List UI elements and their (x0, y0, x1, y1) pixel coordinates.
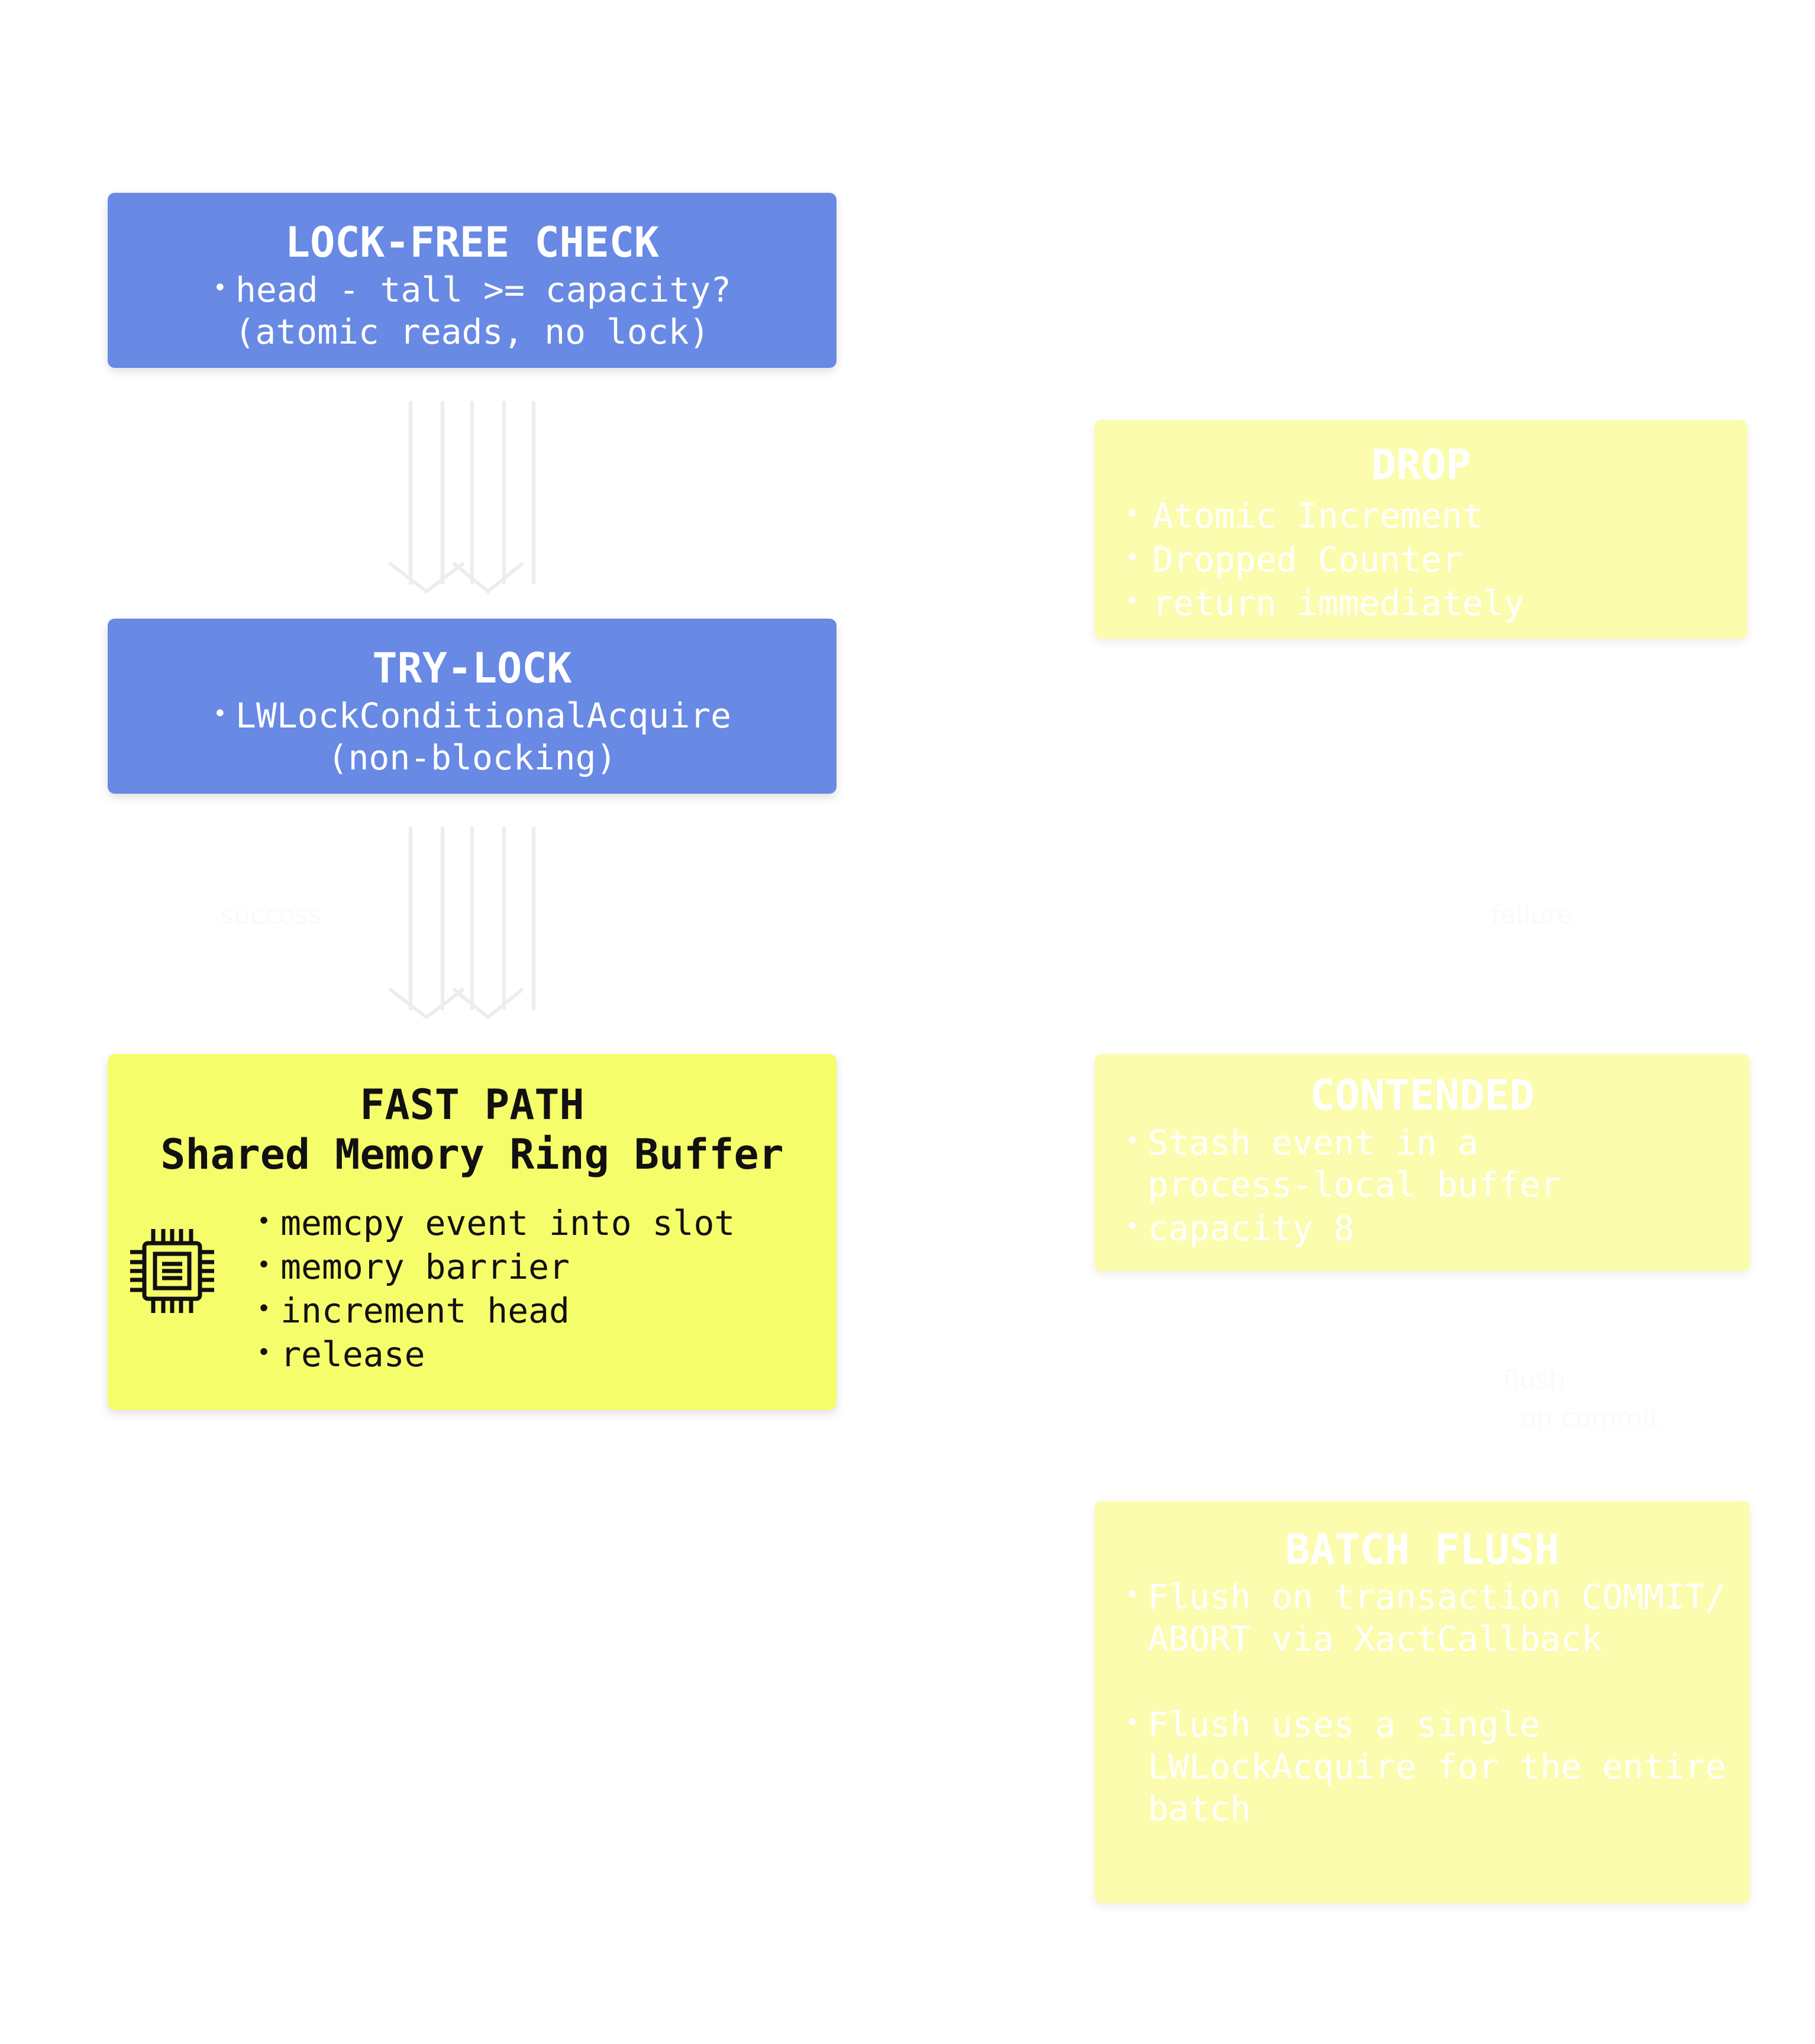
drop-step: Atomic Increment (1125, 493, 1748, 537)
fast-path-steps: memcpy event into slot memory barrier in… (257, 1201, 735, 1376)
fast-path-step: increment head (257, 1288, 735, 1332)
fast-path-title: FAST PATH (360, 1081, 584, 1129)
contended-step: capacity 8 (1125, 1206, 1750, 1250)
edge-label-success: success (220, 900, 322, 930)
batch-flush-box: BATCH FLUSH Flush on transaction COMMIT/… (1094, 1501, 1750, 1903)
drop-box: DROP Atomic Increment Dropped Counter re… (1094, 420, 1748, 639)
fast-path-step: memcpy event into slot (257, 1201, 735, 1244)
batch-flush-steps: Flush on transaction COMMIT/ ABORT via X… (1094, 1574, 1750, 1830)
try-lock-note: (non-blocking) (327, 738, 617, 778)
drop-steps: Atomic Increment Dropped Counter return … (1094, 493, 1748, 625)
batch-flush-step-cont: LWLockAcquire for the entire (1148, 1747, 1726, 1787)
cpu-chip-icon (130, 1229, 214, 1313)
fast-path-subtitle: Shared Memory Ring Buffer (160, 1130, 784, 1179)
try-lock-call: LWLockConditionalAcquire (108, 693, 837, 737)
batch-flush-step-cont: batch (1148, 1789, 1251, 1829)
drop-step: return immediately (1125, 581, 1748, 625)
contended-step-cont: process-local buffer (1148, 1165, 1561, 1205)
lock-free-check-box: LOCK-FREE CHECK head - tall >= capacity?… (108, 193, 837, 368)
batch-flush-step: Flush uses a single (1125, 1702, 1750, 1746)
batch-flush-step: Flush on transaction COMMIT/ (1125, 1574, 1750, 1618)
arrow-trylock-to-fastpath (388, 827, 535, 1020)
fast-path-box: FAST PATH Shared Memory Ring Buffer memc… (108, 1054, 837, 1410)
fast-path-step: memory barrier (257, 1244, 735, 1288)
lock-free-check-condition: head - tall >= capacity? (108, 267, 837, 311)
drop-step: Dropped Counter (1125, 537, 1748, 581)
edge-label-flush-commit: on commit (1520, 1403, 1660, 1433)
contended-step: Stash event in a (1125, 1120, 1750, 1164)
contended-title: CONTENDED (1310, 1071, 1535, 1120)
contended-box: CONTENDED Stash event in a process-local… (1094, 1054, 1750, 1272)
arrow-check-to-trylock (388, 401, 535, 594)
lock-free-check-title: LOCK-FREE CHECK (285, 218, 660, 267)
batch-flush-step-cont: ABORT via XactCallback (1148, 1619, 1603, 1659)
drop-title: DROP (1371, 441, 1471, 489)
fast-path-step: release (257, 1332, 735, 1376)
try-lock-title: TRY-LOCK (372, 644, 572, 693)
lock-free-check-note: (atomic reads, no lock) (234, 312, 710, 352)
edge-label-flush: flush (1503, 1365, 1566, 1395)
spacer (1125, 1660, 1750, 1702)
contended-steps: Stash event in a process-local buffer ca… (1094, 1120, 1750, 1250)
batch-flush-title: BATCH FLUSH (1285, 1525, 1559, 1574)
edge-label-failure: failure (1491, 900, 1573, 930)
try-lock-box: TRY-LOCK LWLockConditionalAcquire (non-b… (108, 619, 837, 794)
